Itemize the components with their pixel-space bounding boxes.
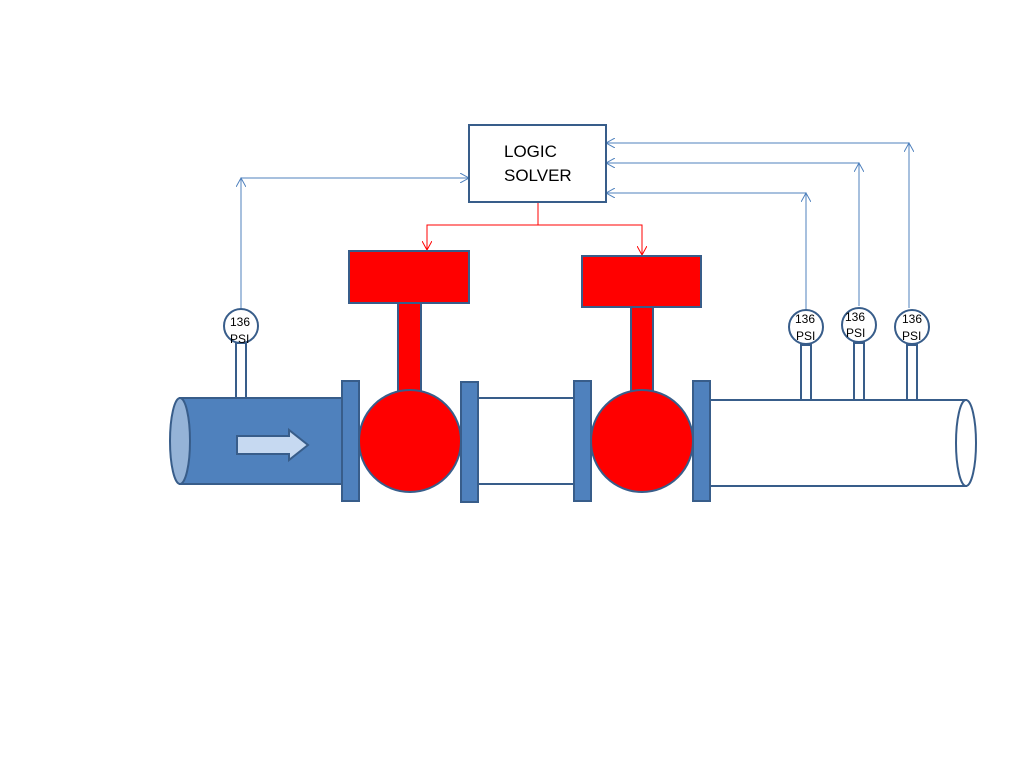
gauge-dial: [788, 309, 824, 345]
flange-2: [460, 381, 479, 503]
gauge-value: 136: [795, 312, 815, 326]
flange-1: [341, 380, 360, 502]
flange-3: [573, 380, 592, 502]
command-line-valve-2: [538, 224, 642, 255]
logic-solver-label-line2: SOLVER: [504, 166, 572, 185]
gauge-value: 136: [902, 312, 922, 326]
gauge-dial: [223, 308, 259, 344]
valve-2-stem: [630, 306, 654, 394]
outlet-pipe: [709, 399, 977, 487]
gauge-value: 136: [230, 315, 250, 329]
valve-1: [348, 250, 470, 493]
gauge-dial: [841, 307, 877, 343]
logic-solver-box: [468, 124, 607, 203]
logic-solver-label-line1: LOGIC: [504, 142, 557, 161]
gauge-stem: [235, 342, 247, 399]
pressure-gauge-left: 136 PSI: [223, 308, 259, 399]
inlet-pipe: [169, 397, 345, 485]
gauge-unit: PSI: [230, 332, 249, 346]
inlet-pipe-end: [169, 397, 191, 485]
valve-1-stem: [397, 302, 422, 392]
gauge-value: 136: [845, 310, 865, 324]
flow-arrow-icon: [236, 427, 310, 463]
valve-2-body: [590, 389, 694, 493]
valve-2-actuator: [581, 255, 702, 308]
middle-pipe: [477, 397, 575, 485]
valve-1-body: [358, 389, 462, 493]
pressure-gauge-right-1: 136 PSI: [788, 309, 824, 401]
gauge-unit: PSI: [846, 326, 865, 340]
gauge-unit: PSI: [796, 329, 815, 343]
pressure-gauge-right-2: 136 PSI: [841, 307, 877, 401]
logic-solver: LOGIC SOLVER: [468, 124, 607, 203]
command-lines: [427, 203, 642, 255]
gauge-unit: PSI: [902, 329, 921, 343]
valve-2: [581, 255, 702, 493]
flanges: [341, 380, 711, 503]
gauge-stem: [800, 344, 812, 401]
gauge-dial: [894, 309, 930, 345]
pressure-gauge-right-3: 136 PSI: [894, 309, 930, 401]
flange-4: [692, 380, 711, 502]
gauge-stem: [906, 344, 918, 401]
outlet-pipe-end: [955, 399, 977, 487]
signal-lines: [241, 143, 909, 310]
valve-1-actuator: [348, 250, 470, 304]
outlet-pipe-body: [709, 399, 967, 487]
gauge-stem: [853, 342, 865, 401]
command-line-valve-1: [427, 224, 538, 250]
